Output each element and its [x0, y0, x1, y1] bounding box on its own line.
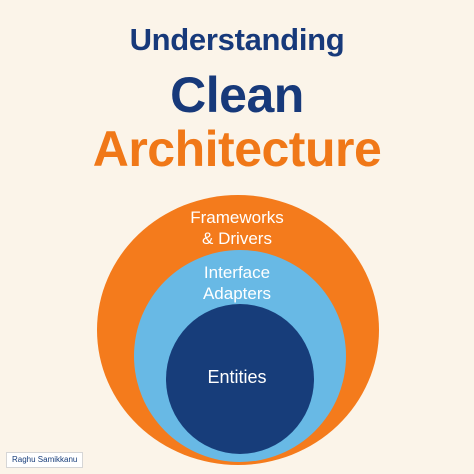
interface-adapters-label: Interface Adapters — [0, 262, 474, 304]
frameworks-drivers-label-line2: & Drivers — [202, 229, 272, 248]
frameworks-drivers-label: Frameworks & Drivers — [0, 207, 474, 249]
frameworks-drivers-label-line1: Frameworks — [190, 208, 284, 227]
entities-circle — [166, 304, 314, 454]
title-line-architecture: Architecture — [92, 121, 382, 177]
interface-adapters-label-line2: Adapters — [202, 284, 272, 303]
interface-adapters-label-line1: Interface — [203, 263, 271, 282]
title-line-clean: Clean — [170, 67, 304, 123]
author-credit: Raghu Samikkanu — [6, 452, 84, 468]
title-line-understanding: Understanding — [129, 22, 345, 57]
entities-label: Entities — [207, 367, 267, 387]
